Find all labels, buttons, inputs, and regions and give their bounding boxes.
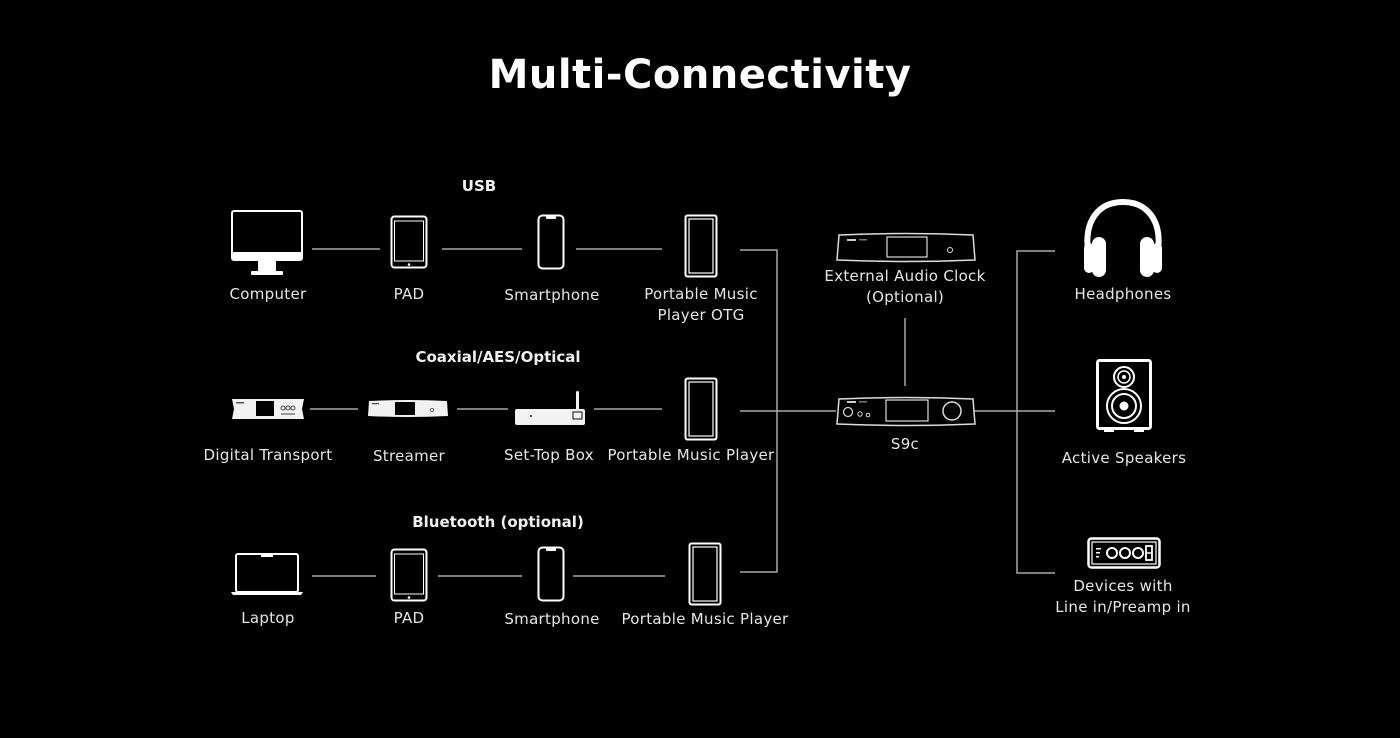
clock-label-line2: (Optional) — [865, 288, 945, 306]
streamer-icon — [368, 400, 448, 417]
tablet-icon — [390, 548, 428, 602]
music-player-icon — [688, 542, 722, 606]
device-label-line1: Portable Music — [644, 285, 758, 303]
music-player-icon — [684, 377, 718, 441]
smartphone-icon — [537, 214, 565, 270]
preamp-device-icon — [1087, 537, 1161, 569]
device-label: Streamer — [372, 447, 446, 465]
dac-label: S9c — [890, 435, 920, 453]
group-label-coaxial: Coaxial/AES/Optical — [415, 348, 581, 366]
device-label-line2: Player OTG — [657, 306, 745, 324]
digital-transport-icon — [232, 399, 304, 419]
speaker-icon — [1096, 359, 1152, 432]
group-label-bluetooth: Bluetooth (optional) — [412, 513, 584, 531]
smartphone-icon — [537, 546, 565, 602]
output-label-line1: Devices with — [1073, 577, 1173, 595]
music-player-icon — [684, 214, 718, 278]
output-label: Active Speakers — [1061, 449, 1187, 467]
output-label-line2: Line in/Preamp in — [1055, 598, 1191, 616]
page-title: Multi-Connectivity — [488, 52, 912, 98]
device-label: Set-Top Box — [504, 446, 594, 464]
dac-amp-icon — [836, 396, 976, 427]
output-label: Devices with Line in/Preamp in — [1055, 576, 1190, 618]
device-label: PAD — [393, 285, 425, 303]
headphones-icon — [1084, 199, 1162, 277]
set-top-box-icon — [515, 391, 585, 425]
laptop-icon — [231, 553, 303, 595]
clock-label: External Audio Clock (Optional) — [824, 266, 985, 308]
device-label: Portable Music Player OTG — [644, 284, 758, 326]
device-label: PAD — [393, 609, 425, 627]
tablet-icon — [390, 215, 428, 269]
monitor-icon — [231, 210, 303, 275]
device-label: Laptop — [241, 609, 295, 627]
clock-label-line1: External Audio Clock — [824, 267, 986, 285]
output-label: Headphones — [1074, 285, 1172, 303]
device-label: Smartphone — [504, 610, 600, 628]
device-label: Smartphone — [504, 286, 600, 304]
device-label: Digital Transport — [203, 446, 333, 464]
device-label: Portable Music Player — [621, 610, 789, 628]
device-label: Portable Music Player — [607, 446, 775, 464]
output-bus-line — [1016, 250, 1055, 574]
audio-clock-icon — [836, 232, 976, 263]
group-label-usb: USB — [461, 177, 497, 195]
device-label: Computer — [229, 285, 307, 303]
